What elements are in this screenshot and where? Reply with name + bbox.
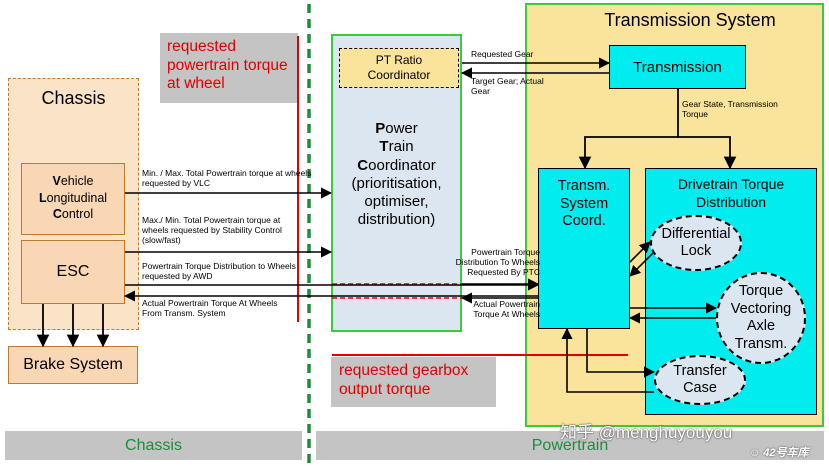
signal-actual-torque-wheels: Actual Powertrain Torque At Wheels (473, 299, 540, 320)
vlc-word-ongitudinal: ongitudinal (46, 190, 108, 205)
coordinator-initial-t: T (379, 138, 389, 156)
powertrain-request-label: requested powertrain torque at wheel (167, 38, 288, 93)
vlc-line-3: Control (22, 206, 124, 223)
vlc-box: Vehicle Longitudinal Control (21, 163, 125, 235)
signal-vlc-request: Min. / Max. Total Powertrain torque at w… (142, 168, 312, 189)
arrow-tsc-dtd-upper (629, 241, 651, 263)
arrow-gear-state-dtd (678, 136, 737, 170)
signal-target-gear: Target Gear; Actual Gear (471, 76, 544, 97)
drivetrain-torque-distribution-label: Drivetrain Torque Distribution (677, 176, 785, 210)
transfer-case-node: Transfer Case (654, 355, 746, 405)
vlc-initial-c: C (52, 207, 62, 221)
arrow-gear-state-tsc (578, 89, 679, 170)
signal-gear-state: Gear State, Transmission Torque (682, 99, 778, 120)
vlc-line-1: Vehicle (22, 173, 124, 190)
signal-requested-gear: Requested Gear (471, 49, 534, 59)
vlc-word-ontrol: ontrol (61, 207, 94, 221)
transm-system-coord-box: Transm. System Coord. (538, 168, 630, 329)
vlc-initial-v: V (52, 174, 61, 188)
signal-awd-request: Powertrain Torque Distribution to Wheels… (142, 261, 296, 282)
coordinator-label: Power Train Coordinator (prioritisation,… (331, 120, 462, 230)
brake-system-box: Brake System (8, 346, 138, 384)
arrow-tsc-transfer-out (586, 329, 656, 378)
signal-actual-torque-chassis: Actual Powertrain Torque At Wheels From … (142, 298, 278, 319)
footer-powertrain: Powertrain (316, 431, 824, 460)
vlc-word-ehicle: ehicle (60, 174, 94, 188)
watermark-logo: ☺ 42号车库 (749, 444, 809, 460)
arrow-tsc-dtd-lower (629, 251, 655, 277)
coordinator-initial-c: C (357, 156, 369, 174)
signal-stability-request: Max./ Min. Total Powertrain torque at wh… (142, 215, 282, 246)
watermark-logo-text: 42号车库 (763, 447, 809, 459)
esc-box: ESC (21, 240, 125, 304)
gearbox-request-label: requested gearbox output torque (339, 362, 469, 398)
watermark-logo-icon: ☺ (749, 447, 761, 459)
chassis-title: Chassis (41, 88, 106, 108)
signal-ptc-distribution: Powertrain Torque Distribution To Wheels… (455, 247, 540, 278)
arrow-transfer-tsc-in (561, 327, 654, 393)
transm-system-coord-label: Transm. System Coord. (557, 178, 611, 229)
transmission-system-title: Transmission System (604, 10, 776, 30)
coordinator-initial-p: P (375, 120, 386, 137)
pt-ratio-coordinator: PT Ratio Coordinator (339, 48, 459, 88)
coordinator-line-5: optimiser, (364, 193, 429, 211)
coordinator-word-oordinator: oordinator (368, 156, 436, 174)
coordinator-line-3: Coordinator (331, 157, 462, 175)
powertrain-request-banner: requested powertrain torque at wheel (160, 33, 298, 103)
differential-lock-node: Differential Lock (650, 215, 742, 271)
footer-chassis: Chassis (5, 431, 302, 460)
coordinator-word-ower: ower (385, 120, 418, 137)
coordinator-word-rain: rain (388, 138, 414, 156)
gearbox-request-banner: requested gearbox output torque (331, 357, 496, 407)
coordinator-line-2: Train (331, 138, 462, 156)
watermark-handle: 知乎 @menghuyouyou (560, 423, 733, 442)
coordinator-line-1: Power (331, 120, 462, 138)
torque-vectoring-axle-node: Torque Vectoring Axle Transm. (716, 272, 806, 364)
coordinator-line-6: distribution) (357, 211, 436, 229)
vlc-initial-l: L (38, 190, 47, 205)
coordinator-line-4: (prioritisation, (351, 174, 442, 192)
transmission-box: Transmission (609, 45, 746, 89)
vlc-line-2: Longitudinal (22, 190, 124, 207)
